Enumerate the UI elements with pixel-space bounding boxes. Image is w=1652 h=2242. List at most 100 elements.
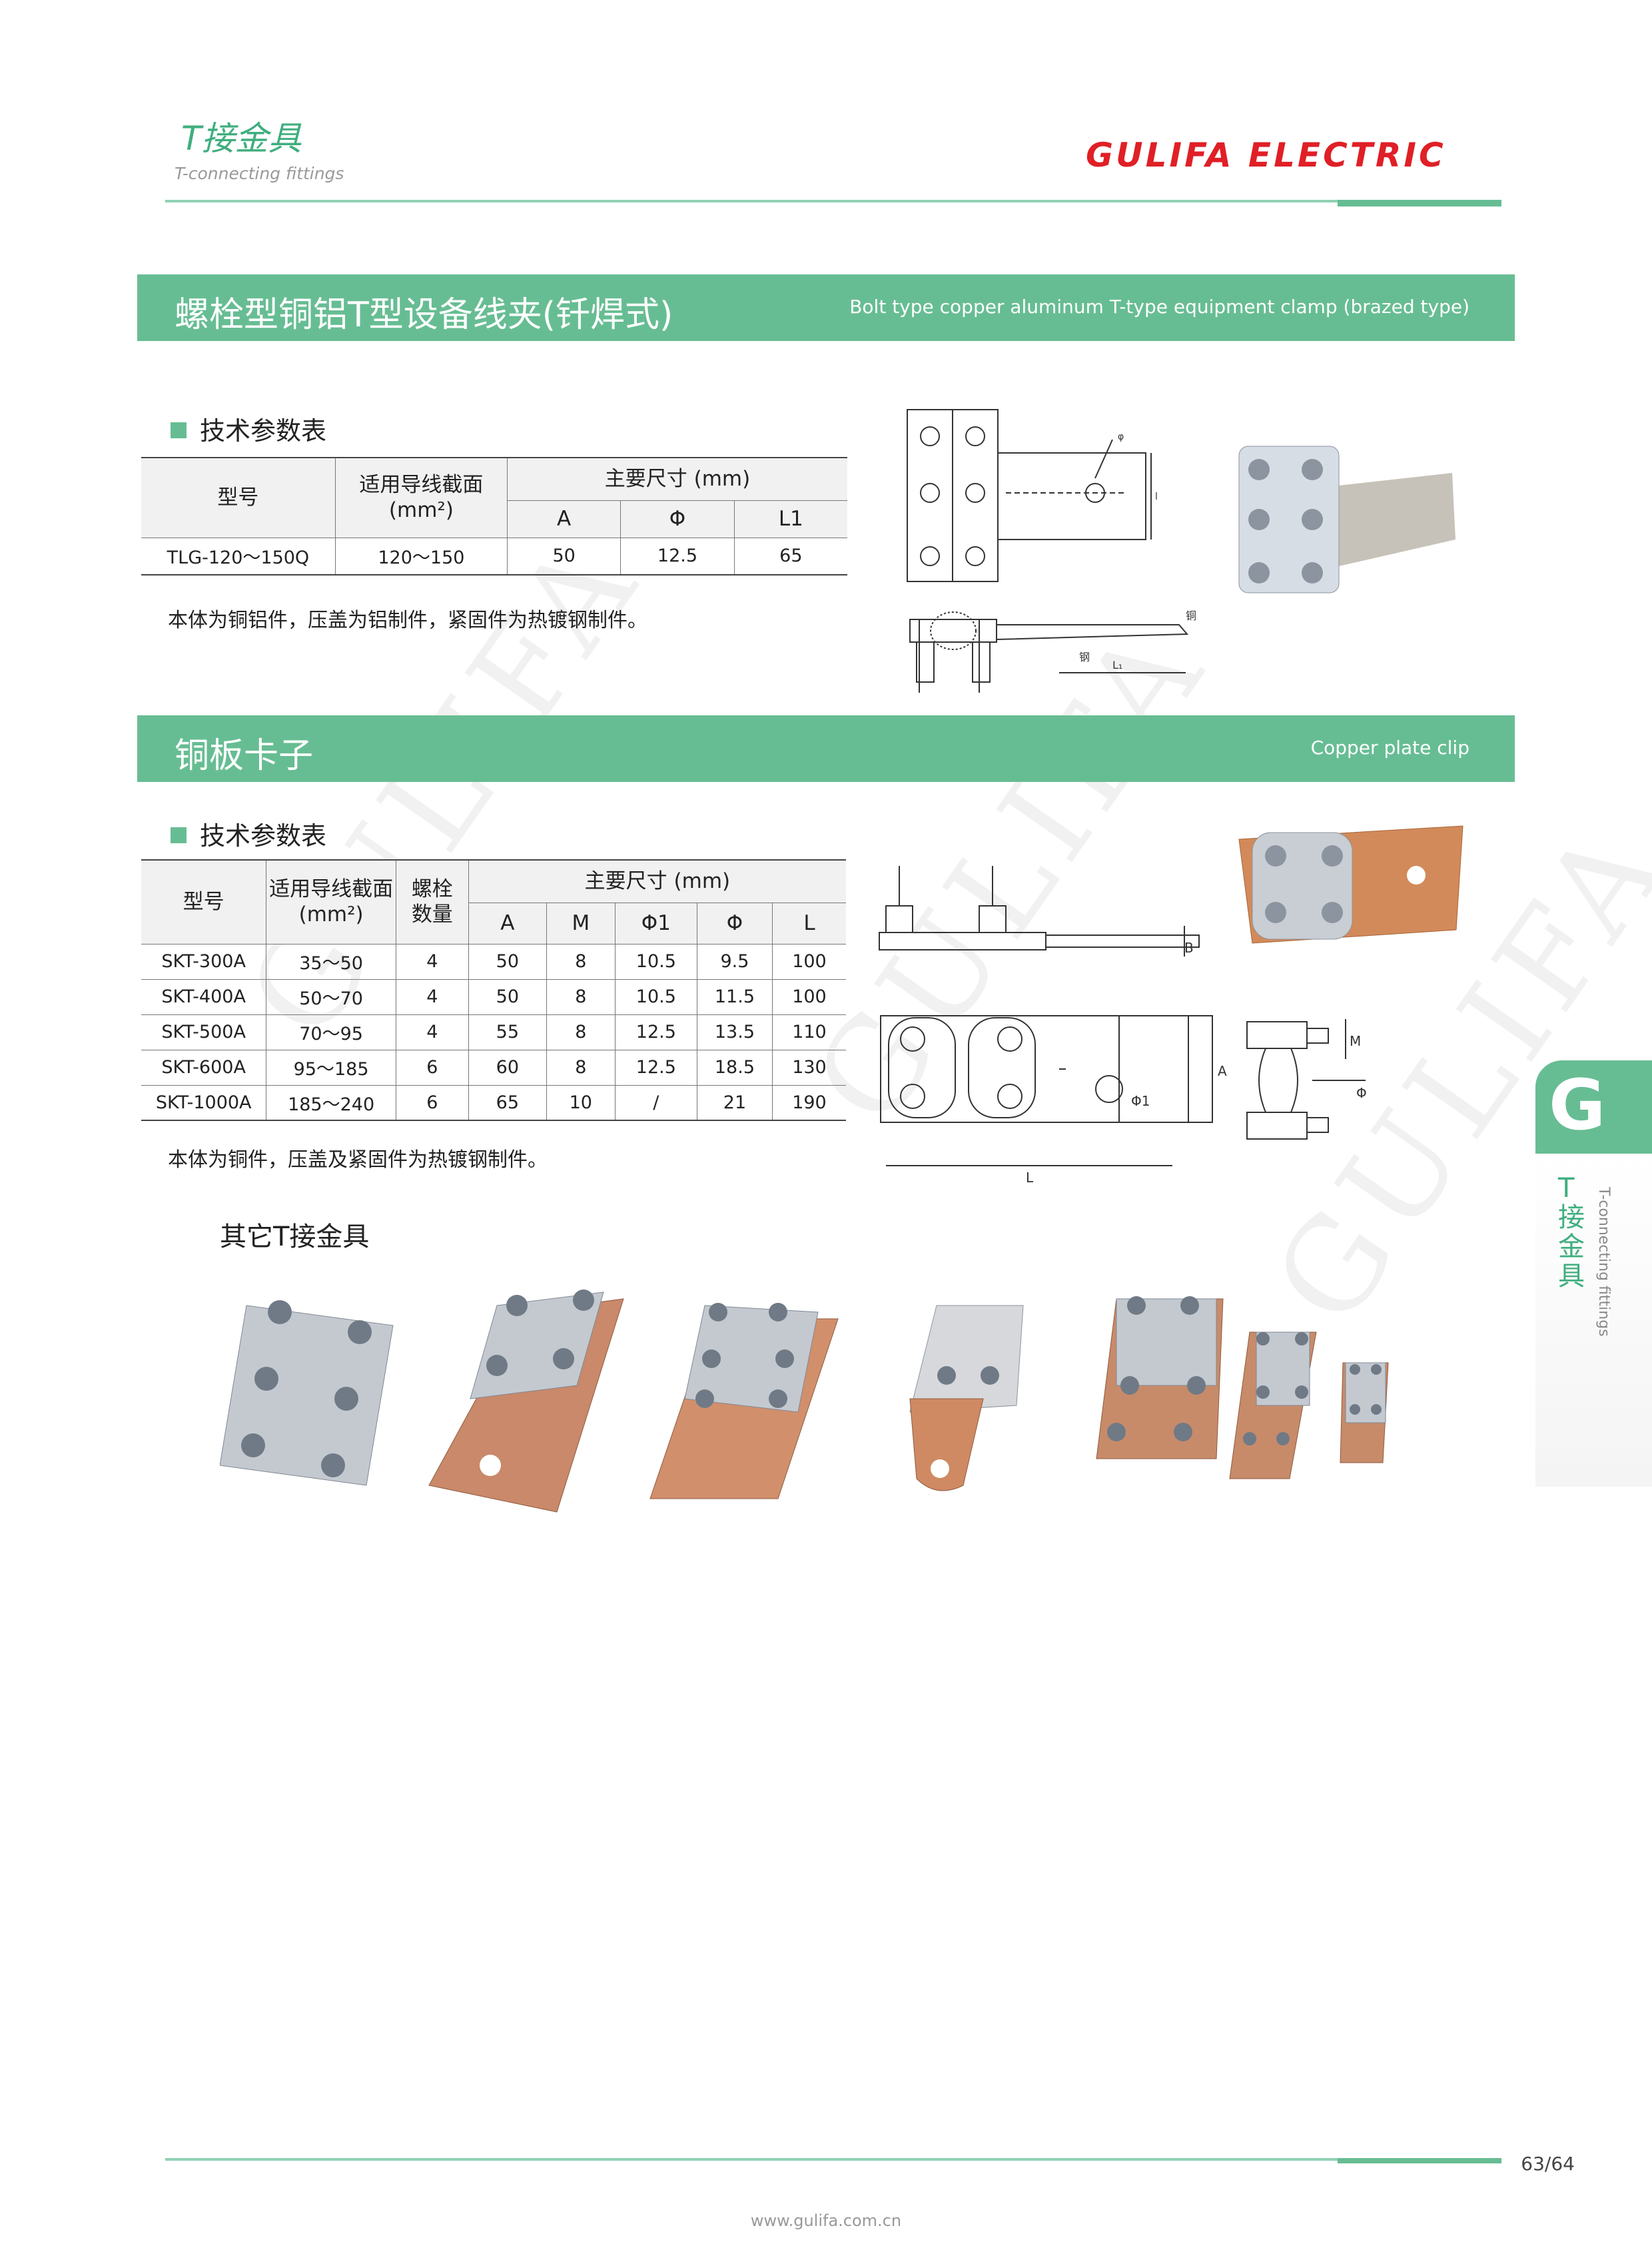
bullet-square-icon: [171, 827, 187, 843]
chapter-letter-box: [1535, 1060, 1652, 1154]
col-header-section-unit: (mm²): [298, 903, 364, 927]
col-header-section-text: 适用导线截面: [359, 473, 484, 498]
spec-table: 型号 适用导线截面(mm²) 主要尺寸 (mm) A Φ L1 TLG-120～…: [141, 457, 847, 575]
table-cell: 50: [468, 944, 547, 980]
drawing-label: l: [1155, 492, 1158, 502]
drawing-label: A: [1218, 1063, 1227, 1079]
drawing-label: 铜: [1186, 609, 1196, 622]
table-cell: 12.5: [615, 1014, 697, 1050]
table-cell: 8: [546, 1014, 616, 1050]
page-number: 63/64: [1521, 2153, 1575, 2175]
drawing-label: L: [1026, 1170, 1034, 1186]
dim-col-header: Φ1: [615, 903, 697, 944]
spec-table: 型号 适用导线截面(mm²) 螺栓数量 主要尺寸 (mm) A M Φ1 Φ L…: [141, 859, 846, 1121]
col-header-section: 适用导线截面(mm²): [266, 859, 396, 944]
subheading-text: 技术参数表: [200, 416, 327, 446]
bullet-square-icon: [171, 422, 187, 438]
table-cell: 10.5: [615, 979, 697, 1015]
copper-clip-drawing: B A Φ1 L: [879, 866, 1227, 1186]
t-clamp-drawing: φ l 铜 钢 L₁: [907, 409, 1196, 693]
table-cell: 100: [772, 944, 846, 980]
table-cell: 120～150: [335, 538, 508, 575]
table-cell: TLG-120～150Q: [141, 538, 336, 575]
others-heading: 其它T接金具: [220, 1222, 370, 1252]
section-title-en: Copper plate clip: [1310, 737, 1469, 759]
drawing-label: M: [1350, 1033, 1361, 1049]
table-cell: SKT-500A: [141, 1014, 267, 1050]
product-photo: [1096, 1296, 1224, 1459]
t-clamp-photo: [1238, 446, 1455, 593]
section-banner: 铜板卡子 Copper plate clip: [137, 715, 1515, 782]
table-cell: SKT-400A: [141, 979, 267, 1015]
header-rule-accent: [1338, 200, 1501, 206]
table-cell: 50: [507, 538, 621, 575]
drawing-label: Φ1: [1131, 1093, 1150, 1109]
table-cell: 4: [396, 1014, 469, 1050]
chapter-letter: G: [1549, 1064, 1606, 1146]
dim-col-header: M: [546, 903, 616, 944]
table-cell: 8: [546, 1050, 616, 1086]
header-rule: [165, 200, 1338, 202]
table-cell: 21: [697, 1085, 773, 1121]
material-note: 本体为铜铝件，压盖为铝制件，紧固件为热镀钢制件。: [168, 609, 647, 632]
product-photo: [909, 1305, 1024, 1491]
table-cell: 4: [396, 944, 469, 980]
subheading: 技术参数表: [171, 410, 326, 447]
table-cell: SKT-300A: [141, 944, 267, 980]
subheading: 技术参数表: [171, 815, 326, 852]
dim-col-header: Φ: [620, 500, 735, 538]
chapter-body: [1535, 1154, 1652, 1487]
drawing-label: φ: [1118, 432, 1124, 442]
chapter-tab: G T接金具 T-connecting fittings: [1535, 1060, 1652, 1487]
brand-logo: GULIFA ELECTRIC: [1086, 136, 1446, 175]
table-cell: 4: [396, 979, 469, 1015]
chapter-en: T-connecting fittings: [1595, 1187, 1612, 1337]
col-header-model: 型号: [141, 859, 267, 944]
product-photo: [1340, 1362, 1389, 1463]
col-header-section-unit: (mm²): [388, 498, 454, 523]
table-cell: SKT-1000A: [141, 1085, 267, 1121]
table-cell: 95～185: [266, 1050, 396, 1086]
table-cell: /: [615, 1085, 697, 1121]
product-photo: [428, 1290, 624, 1513]
dim-col-header: A: [468, 903, 547, 944]
table-cell: 10: [546, 1085, 616, 1121]
product-photo: [649, 1303, 839, 1499]
drawing-label: 钢: [1079, 651, 1090, 663]
chapter-cn: T接金具: [1558, 1173, 1585, 1292]
col-header-dims: 主要尺寸 (mm): [507, 457, 847, 501]
table-cell: 12.5: [615, 1050, 697, 1086]
page-section-subtitle: T-connecting fittings: [175, 164, 344, 183]
col-header-bolt: 螺栓数量: [396, 859, 469, 944]
table-cell: 12.5: [620, 538, 735, 575]
table-row: TLG-120～150Q 120～150 50 12.5 65: [141, 538, 847, 575]
table-cell: 50: [468, 979, 547, 1015]
copper-clip-photo: [1238, 825, 1463, 944]
subheading-text: 技术参数表: [200, 821, 327, 851]
table-cell: 185～240: [266, 1085, 396, 1121]
table-cell: 11.5: [697, 979, 773, 1015]
table-cell: 190: [772, 1085, 846, 1121]
table-cell: 9.5: [697, 944, 773, 980]
table-cell: 8: [546, 944, 616, 980]
col-header-bolt-text2: 数量: [411, 903, 453, 927]
table-cell: 6: [396, 1085, 469, 1121]
page-section-title: T接金具: [181, 119, 302, 158]
product-photo: [220, 1300, 394, 1486]
dim-col-header: L1: [734, 500, 847, 538]
dim-col-header: A: [507, 500, 621, 538]
col-header-model: 型号: [141, 457, 336, 538]
section-title-cn: 螺栓型铜铝T型设备线夹(钎焊式): [175, 295, 673, 335]
copper-clip-side-drawing: M Φ: [1246, 1019, 1367, 1140]
footer-url: www.gulifa.com.cn: [750, 2211, 902, 2230]
col-header-bolt-text: 螺栓: [411, 877, 453, 902]
table-cell: 130: [772, 1050, 846, 1086]
table-cell: 110: [772, 1014, 846, 1050]
table-cell: 50～70: [266, 979, 396, 1015]
section-banner: 螺栓型铜铝T型设备线夹(钎焊式) Bolt type copper alumin…: [137, 274, 1515, 341]
dim-col-header: Φ: [697, 903, 773, 944]
